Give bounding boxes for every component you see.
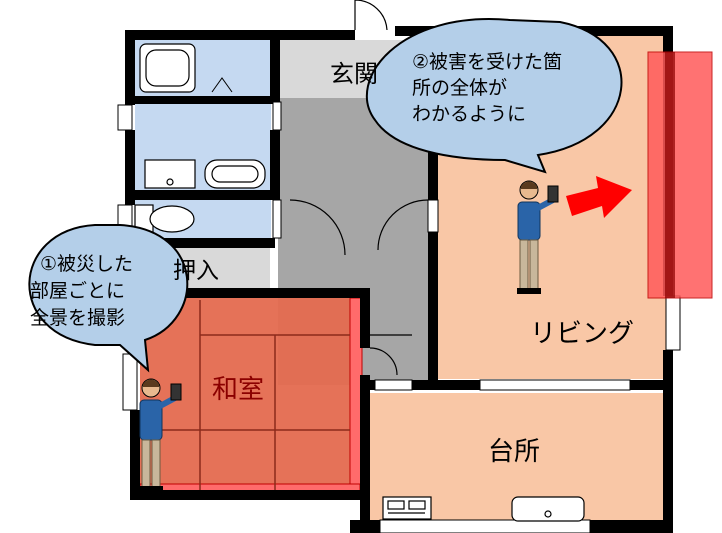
toilet-icon bbox=[134, 204, 195, 234]
callout-right: ②被害を受けた箇 所の全体が わかるように bbox=[365, 18, 623, 174]
stove-icon bbox=[382, 496, 432, 520]
callout-right-line-1: ②被害を受けた箇 bbox=[412, 51, 562, 73]
room-label-entrance: 玄関 bbox=[330, 60, 378, 88]
red-arrow-icon bbox=[566, 176, 632, 218]
callout-left-line-3: 全景を撮影 bbox=[30, 307, 125, 329]
room-label-tatami: 和室 bbox=[212, 375, 264, 405]
damaged-wall-highlight bbox=[647, 51, 713, 299]
sink-icon bbox=[511, 496, 585, 522]
callout-right-line-3: わかるように bbox=[412, 103, 526, 125]
callout-left: ①被災した 部屋ごとに 全景を撮影 bbox=[28, 224, 189, 373]
callout-left-line-1: ①被災した bbox=[40, 253, 133, 275]
doors bbox=[289, 0, 429, 376]
person-with-camera-icon bbox=[139, 378, 182, 492]
callout-left-line-2: 部屋ごとに bbox=[30, 280, 125, 302]
tatami-mat-lines bbox=[140, 300, 350, 490]
person-with-camera-icon bbox=[517, 180, 559, 294]
callout-right-line-2: 所の全体が bbox=[412, 77, 507, 99]
room-label-kitchen: 台所 bbox=[488, 437, 540, 467]
washbasin-icon bbox=[144, 159, 266, 189]
room-label-closet: 押入 bbox=[173, 258, 219, 284]
room-label-living: リビング bbox=[530, 319, 634, 349]
bathtub-icon bbox=[139, 43, 196, 93]
